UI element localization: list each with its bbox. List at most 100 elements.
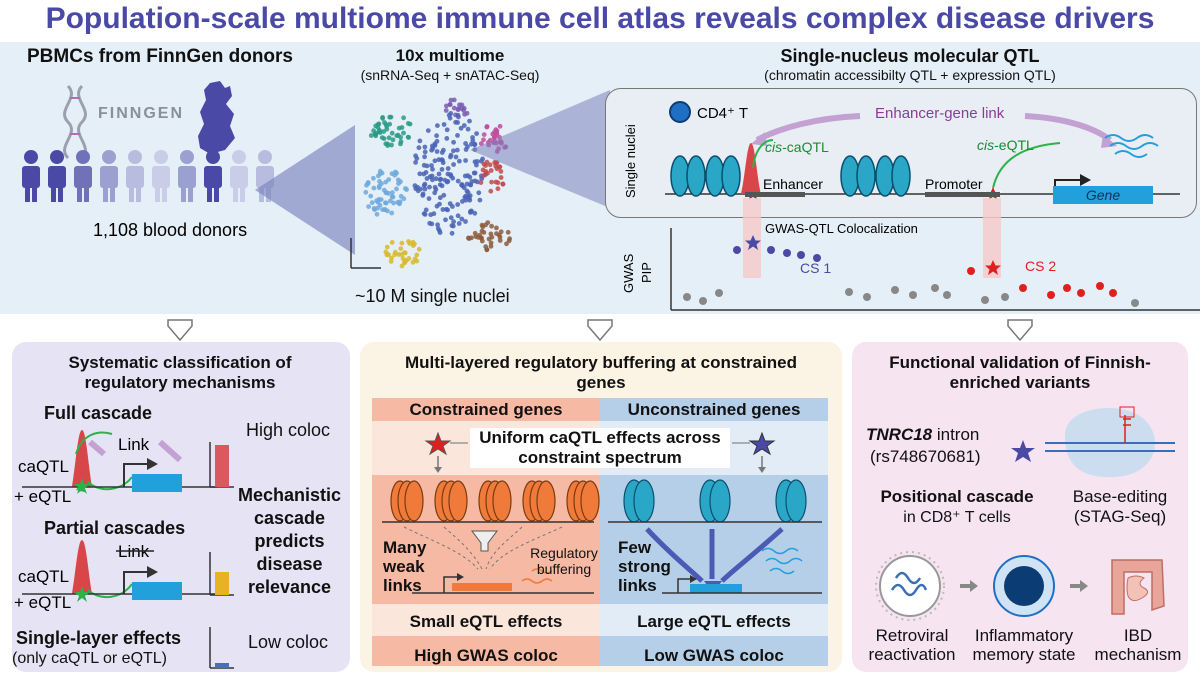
partial-eqtl-label: + eQTL [14, 593, 71, 612]
mechanistic-cascade-label: Mechanistic cascade predicts disease rel… [237, 485, 342, 597]
full-eqtl-label: + eQTL [14, 487, 71, 506]
multiome-heading: 10x multiome [395, 46, 505, 65]
donor-person-icon [76, 150, 90, 164]
base-editor-icon [1045, 406, 1175, 478]
variant-id: (rs748670681) [870, 447, 981, 466]
finland-map-icon [198, 81, 235, 154]
small-eqtl-band [372, 604, 600, 636]
coloc-label: GWAS-QTL Colocalization [765, 221, 918, 236]
donor-person-icon [206, 150, 220, 164]
positional-cascade-sub: in CD8⁺ T cells [903, 509, 1011, 526]
donor-person-icon [128, 150, 142, 164]
donor-person-icon [258, 150, 272, 164]
cis-caqtl-italic: cis [765, 139, 782, 155]
mid-coloc-bar [215, 572, 229, 595]
left-panel-heading: Systematic classification of regulatory … [68, 353, 292, 392]
enhancer-gene-link-label: Enhancer-gene link [875, 105, 1005, 122]
low-coloc-bar [215, 663, 229, 668]
single-nuclei-axis: Single nuclei [623, 124, 638, 198]
donor-person-icon [24, 150, 38, 164]
funnel-shape [255, 125, 355, 255]
base-editing-label: Base-editing [1072, 487, 1168, 506]
mechanism-icons [875, 551, 1165, 621]
multiome-subtitle: (snRNA-Seq + snATAC-Seq) [360, 67, 540, 83]
qtl-diagram: CD4⁺ T Enhancer-gene link Single nuclei … [621, 101, 1200, 311]
donor-person-icon [180, 150, 194, 164]
memory-cell-icon [993, 555, 1055, 617]
qtl-subtitle: (chromatin accessibilty QTL + expression… [764, 67, 1056, 83]
qtl-heading: Single-nucleus molecular QTL [780, 46, 1040, 66]
dna-icon [63, 84, 87, 160]
single-layer-sub: (only caQTL or eQTL) [12, 650, 168, 667]
full-cascade-diagram: Link caQTL + eQTL [14, 430, 217, 506]
right-panel [852, 342, 1188, 672]
many-weak-links-label: Many weak links [383, 538, 427, 595]
partial-caqtl-label: caQTL [18, 567, 69, 586]
finngen-logo: FINNGEN [98, 105, 184, 122]
page-title: Population-scale multiome immune cell at… [45, 2, 1155, 35]
intestine-icon [1111, 559, 1165, 615]
cs2-label: CS 2 [1025, 258, 1056, 274]
stag-seq-label: (STAG-Seq) [1073, 507, 1167, 526]
pbmc-heading: PBMCs from FinnGen donors [27, 46, 293, 67]
svg-text:cis-caQTL: cis-caQTL [765, 139, 829, 155]
nuclei-count: ~10 M single nuclei [355, 286, 510, 306]
down-arrow-right [1007, 319, 1033, 342]
middle-panel-heading: Multi-layered regulatory buffering at co… [404, 353, 797, 392]
donor-person-icon [154, 150, 168, 164]
high-coloc-label: High coloc [246, 420, 331, 440]
regulatory-buffering-label: Regulatory buffering [530, 545, 598, 577]
cis-eqtl-italic: cis [977, 137, 994, 153]
svg-text:cis-eQTL: cis-eQTL [977, 137, 1034, 153]
single-layer-label: Single-layer effects [16, 628, 182, 648]
cis-caqtl-label: -caQTL [782, 139, 829, 155]
gene-intron-label: TNRC18 intron [866, 425, 979, 445]
cell-type-label: CD4⁺ T [697, 105, 748, 122]
umap-plot [350, 97, 512, 269]
cs1-label: CS 1 [800, 260, 831, 276]
arrow-icon [960, 580, 978, 592]
ibd-label: IBD mechanism [1094, 626, 1182, 664]
large-eqtl-band [600, 604, 828, 636]
right-panel-heading: Functional validation of Finnish-enriche… [889, 353, 1151, 392]
large-eqtl-label: Large eQTL effects [637, 612, 791, 631]
down-arrow-middle [587, 319, 613, 342]
down-arrow-left [167, 319, 193, 342]
promoter-label: Promoter [925, 176, 983, 192]
positional-cascade-label: Positional cascade [880, 487, 1034, 506]
donors-graphic: FINNGEN 1,108 blood donors [22, 81, 274, 240]
donor-person-icon [232, 150, 246, 164]
enhancer-label: Enhancer [763, 176, 823, 192]
retroviral-label: Retroviral reactivation [868, 626, 956, 664]
donor-people-icons [22, 150, 274, 202]
donor-person-icon [50, 150, 64, 164]
gene-label: Gene [1086, 187, 1120, 203]
full-cascade-label: Full cascade [44, 403, 153, 423]
low-gwas-label: Low GWAS coloc [644, 646, 784, 665]
donor-person-icon [102, 150, 116, 164]
partial-cascade-diagram: Link caQTL + eQTL [14, 540, 217, 612]
constrained-label: Constrained genes [409, 400, 563, 419]
gwas-axis-label: GWAS [621, 253, 636, 293]
left-panel [12, 342, 350, 672]
few-strong-links-label: Few strong links [618, 538, 671, 595]
arrow-icon-2 [1070, 580, 1088, 592]
unconstrained-label: Unconstrained genes [627, 400, 801, 419]
partial-cascades-label: Partial cascades [44, 518, 186, 538]
small-eqtl-label: Small eQTL effects [409, 612, 563, 631]
zoom-cone [470, 90, 610, 208]
uniform-caqtl-label: Uniform caQTL effects across constraint … [470, 428, 730, 468]
high-coloc-bar [215, 445, 229, 487]
full-caqtl-label: caQTL [18, 457, 69, 476]
retrovirus-icon [875, 551, 945, 621]
cd4-cell-icon [669, 101, 691, 123]
gene-name: TNRC18 [866, 425, 933, 444]
inflammatory-label: Inflammatory memory state [972, 626, 1076, 664]
full-link-label: Link [118, 435, 150, 454]
cis-eqtl-label: -eQTL [994, 137, 1034, 153]
intron-label: intron [932, 425, 980, 444]
donor-count: 1,108 blood donors [93, 220, 247, 240]
high-gwas-label: High GWAS coloc [414, 646, 558, 665]
variant-star-icon [1011, 440, 1035, 462]
left-cascade-diagrams: Link caQTL + eQTL Link caQTL + eQTL [14, 430, 234, 669]
